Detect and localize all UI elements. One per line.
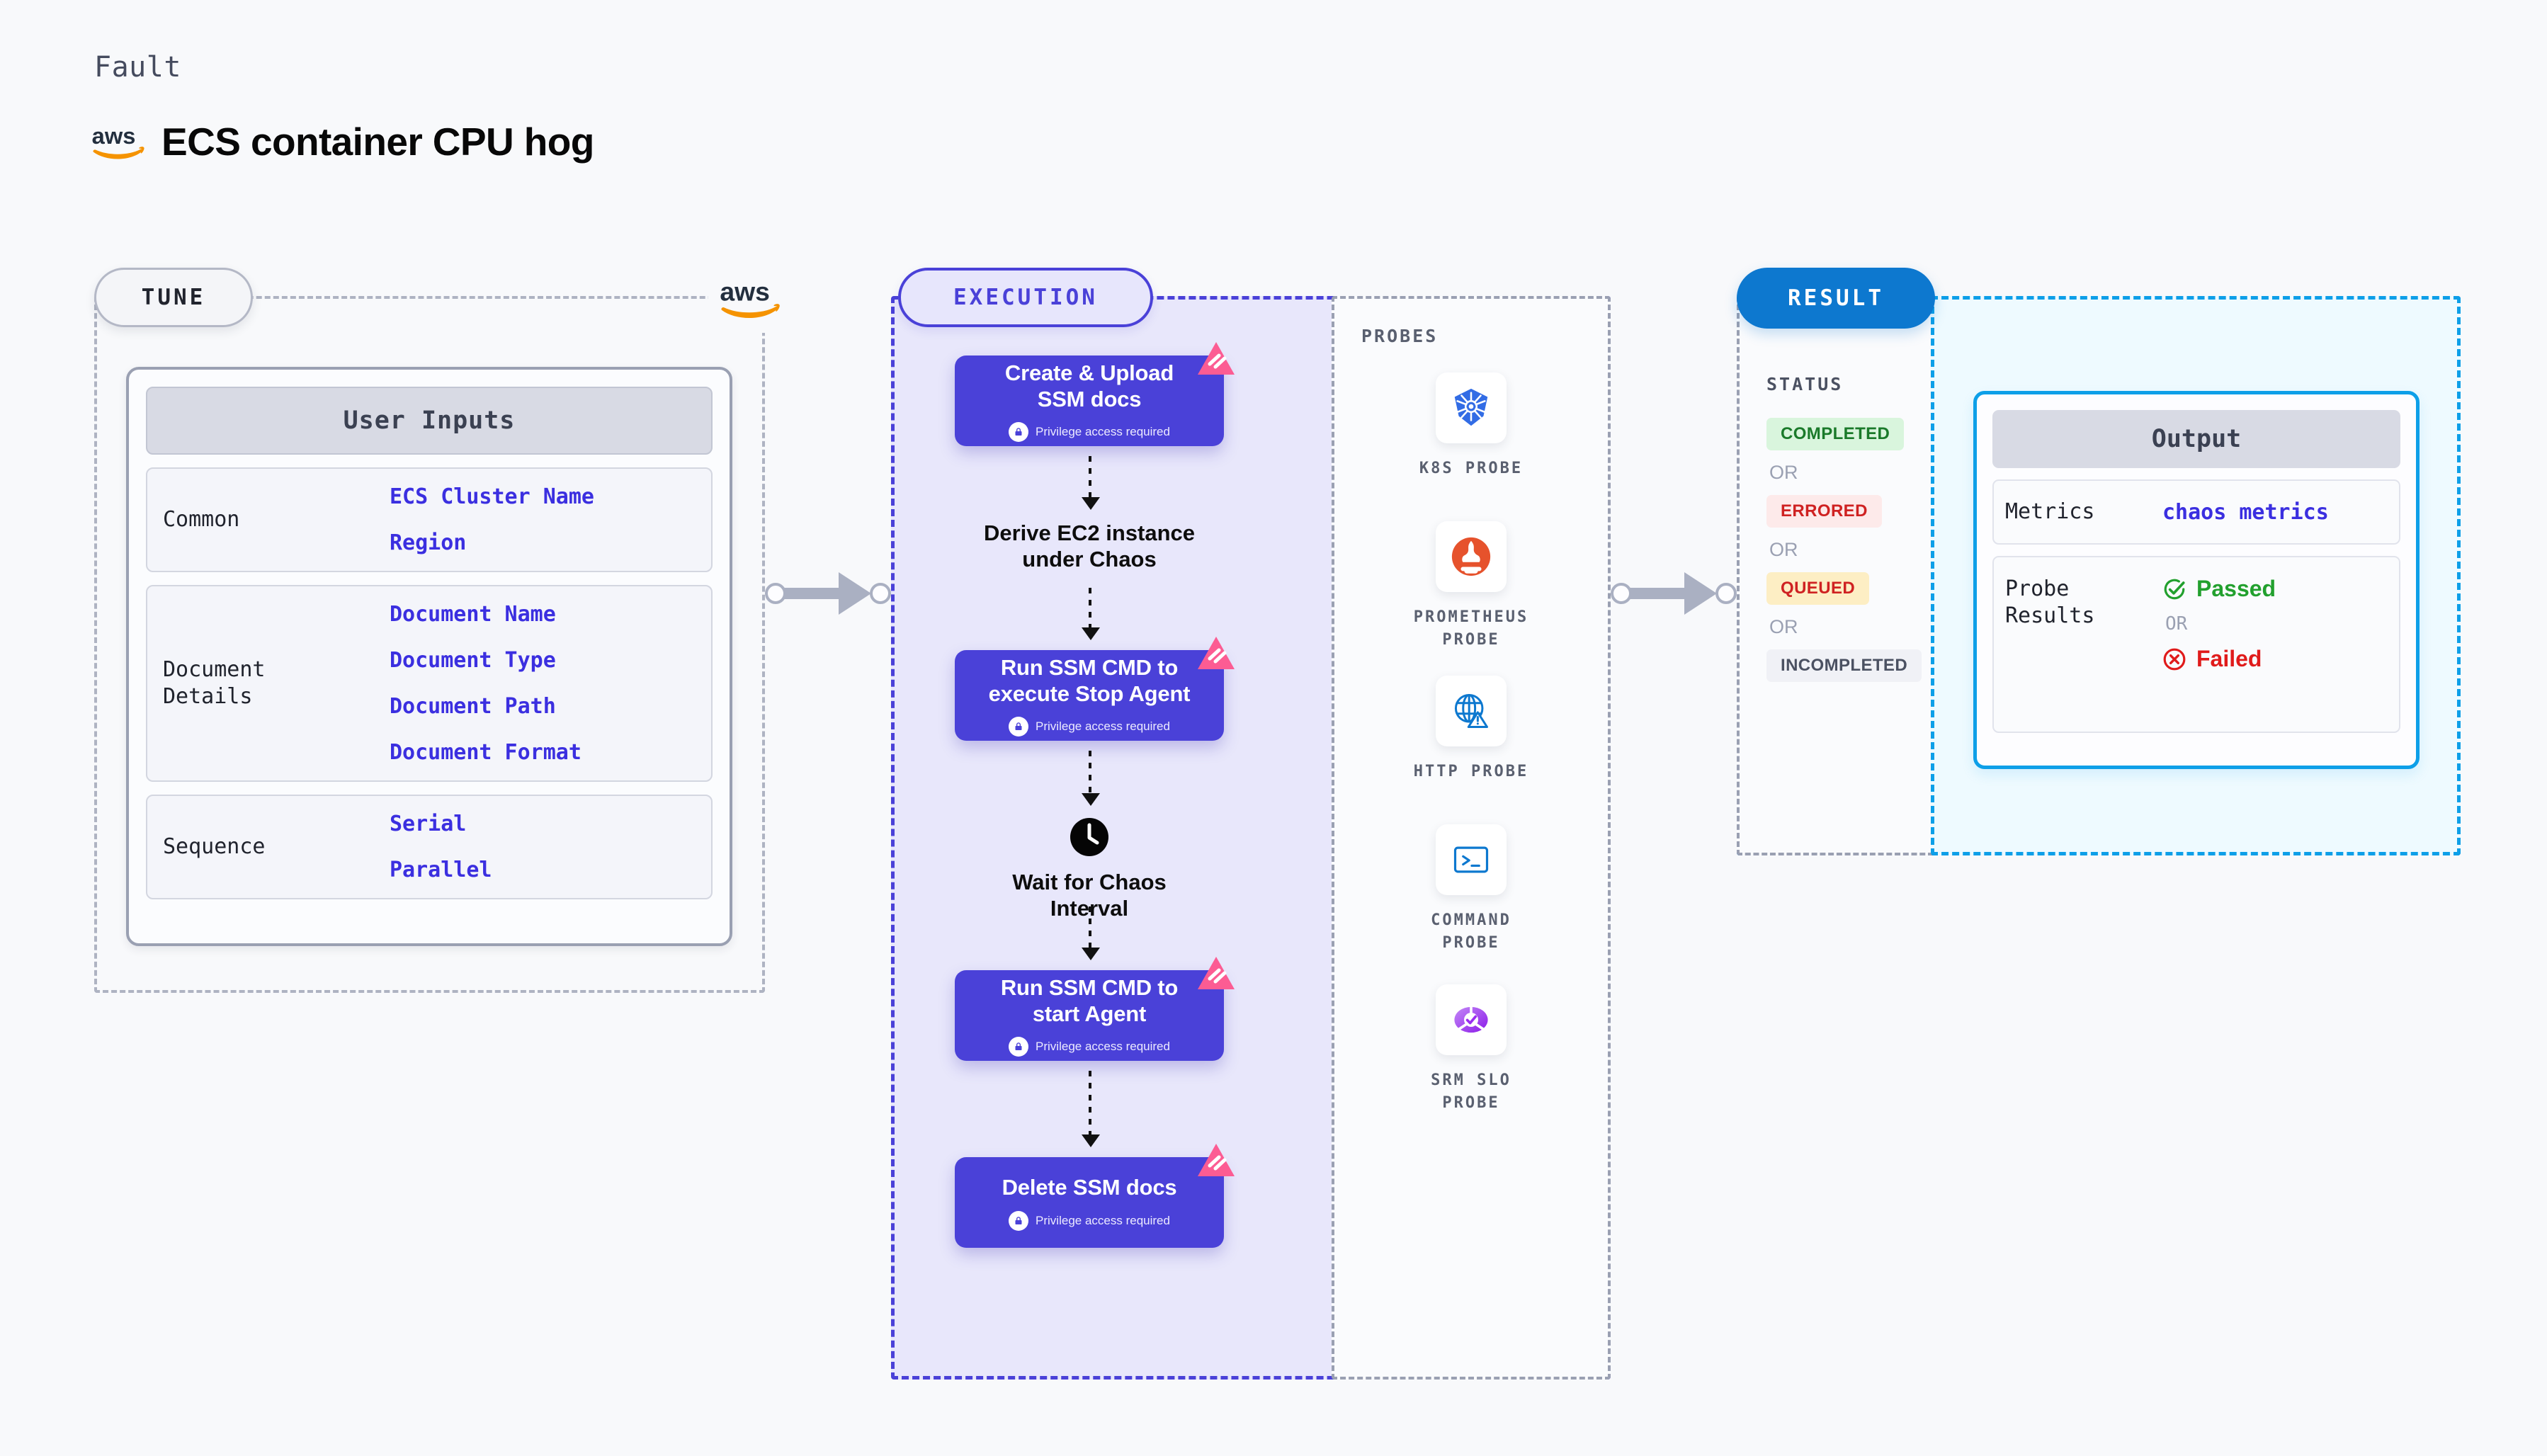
privilege-note: Privilege access required [1009, 717, 1170, 737]
probe-result-failed: Failed [2162, 646, 2276, 672]
user-inputs-title: User Inputs [146, 387, 713, 455]
privilege-note-text: Privilege access required [1036, 425, 1170, 439]
result-chip[interactable]: RESULT [1737, 268, 1935, 329]
lock-icon [1009, 422, 1029, 443]
input-value[interactable]: Region [390, 530, 467, 555]
privilege-note: Privilege access required [1009, 1037, 1170, 1057]
lock-icon [1009, 717, 1029, 737]
chaos-badge-icon [1198, 637, 1235, 669]
svg-text:aws: aws [720, 277, 770, 307]
input-group-label: Document Details [163, 656, 266, 709]
exec-node-create-upload-ssm-docs[interactable]: Create & Upload SSM docs Privilege acces… [955, 342, 1235, 446]
status-badge-completed[interactable]: COMPLETED [1766, 418, 1905, 450]
exec-node-run-ssm-cmd-start-agent[interactable]: Run SSM CMD to start Agent Privilege acc… [955, 957, 1235, 1061]
input-value[interactable]: Parallel [390, 858, 492, 882]
aws-provider-icon: aws [708, 263, 792, 333]
probe-item-k8s[interactable]: K8S PROBE [1400, 372, 1542, 480]
input-value[interactable]: Document Name [390, 602, 556, 627]
prometheus-icon [1436, 521, 1507, 592]
output-row-metrics[interactable]: Metrics chaos metrics [1992, 479, 2400, 545]
privilege-note: Privilege access required [1009, 1210, 1170, 1231]
probe-name: K8S PROBE [1419, 460, 1524, 477]
page-kicker: Fault [94, 51, 181, 84]
status-or: OR [1769, 462, 1798, 483]
input-group-label: Sequence [163, 834, 266, 859]
status-label: STATUS [1766, 374, 1844, 394]
x-circle-icon [2163, 648, 2186, 670]
status-or: OR [1769, 539, 1798, 560]
probe-result-or: OR [2165, 613, 2188, 635]
probe-item-command[interactable]: COMMAND PROBE [1400, 824, 1542, 955]
privilege-note-text: Privilege access required [1036, 1040, 1170, 1054]
exec-node-delete-ssm-docs[interactable]: Delete SSM docs Privilege access require… [955, 1144, 1235, 1248]
connector-tune-to-execution [765, 572, 892, 615]
tune-chip[interactable]: TUNE [94, 268, 253, 327]
page-title: ECS container CPU hog [161, 120, 594, 164]
input-group-common[interactable]: Common ECS Cluster Name Region [146, 467, 713, 572]
aws-logo-icon: aws [91, 122, 146, 161]
page-title-row: aws ECS container CPU hog [91, 119, 595, 164]
output-card: Output Metrics chaos metrics Probe Resul… [1973, 391, 2420, 769]
status-badge-errored[interactable]: ERRORED [1766, 495, 1882, 528]
probe-result-passed: Passed [2162, 576, 2276, 602]
input-value[interactable]: Serial [390, 812, 467, 836]
input-value[interactable]: Document Type [390, 648, 556, 673]
status-column: STATUS COMPLETED OR ERRORED OR QUEUED OR… [1737, 296, 1934, 855]
check-circle-icon [2164, 579, 2185, 599]
exec-node-title: Run SSM CMD to execute Stop Agent [988, 654, 1191, 706]
probe-item-http[interactable]: HTTP PROBE [1400, 676, 1542, 783]
output-row-probe-results: Probe Results Passed OR Failed [1992, 556, 2400, 733]
clock-icon [1070, 818, 1108, 856]
lock-icon [1009, 1037, 1029, 1057]
chaos-badge-icon [1198, 1144, 1235, 1176]
probe-name: SRM SLO PROBE [1431, 1071, 1511, 1112]
probe-item-prometheus[interactable]: PROMETHEUS PROBE [1400, 521, 1542, 652]
input-value[interactable]: ECS Cluster Name [390, 484, 594, 509]
execution-chip[interactable]: EXECUTION [898, 268, 1153, 327]
kubernetes-icon [1436, 372, 1507, 443]
status-options: COMPLETED OR ERRORED OR QUEUED OR INCOMP… [1766, 418, 1922, 682]
probes-list: PROBES K8S PROBE [1332, 296, 1611, 1380]
exec-node-title: Run SSM CMD to start Agent [1000, 974, 1179, 1026]
input-value[interactable]: Document Path [390, 694, 556, 719]
output-row-label: Probe Results [2005, 576, 2095, 629]
input-group-label: Common [163, 506, 240, 532]
exec-node-title: Derive EC2 instance under Chaos [983, 521, 1196, 572]
output-title: Output [1992, 410, 2400, 468]
exec-node-title: Delete SSM docs [1002, 1175, 1177, 1200]
probe-name: PROMETHEUS PROBE [1413, 608, 1529, 649]
probe-result-passed-label: Passed [2196, 576, 2276, 601]
exec-node-run-ssm-cmd-stop-agent[interactable]: Run SSM CMD to execute Stop Agent Privil… [955, 637, 1235, 741]
probe-result-failed-label: Failed [2196, 646, 2262, 671]
exec-node-derive-ec2-instance: Derive EC2 instance under Chaos [955, 520, 1224, 572]
http-globe-icon [1436, 676, 1507, 746]
probe-name: COMMAND PROBE [1431, 911, 1511, 952]
input-group-sequence[interactable]: Sequence Serial Parallel [146, 795, 713, 899]
connector-execution-to-result [1611, 572, 1738, 615]
execution-flow: Create & Upload SSM docs Privilege acces… [891, 296, 1332, 1380]
probe-name: HTTP PROBE [1413, 763, 1529, 780]
chaos-badge-icon [1198, 342, 1235, 375]
probe-item-srm-slo[interactable]: SRM SLO PROBE [1400, 984, 1542, 1115]
tune-section-frame [94, 296, 765, 993]
status-badge-incompleted[interactable]: INCOMPLETED [1766, 649, 1922, 682]
chaos-badge-icon [1198, 957, 1235, 989]
output-row-label: Metrics [2005, 499, 2095, 524]
privilege-note-text: Privilege access required [1036, 720, 1170, 734]
terminal-icon [1436, 824, 1507, 895]
privilege-note: Privilege access required [1009, 422, 1170, 443]
privilege-note-text: Privilege access required [1036, 1213, 1170, 1227]
exec-node-title: Create & Upload SSM docs [1004, 360, 1174, 411]
user-inputs-card: User Inputs Common ECS Cluster Name Regi… [126, 367, 732, 946]
lock-icon [1009, 1210, 1029, 1231]
input-group-document-details[interactable]: Document Details Document Name Document … [146, 585, 713, 782]
output-metrics-value[interactable]: chaos metrics [2162, 499, 2329, 525]
status-badge-queued[interactable]: QUEUED [1766, 572, 1870, 605]
srm-slo-icon [1436, 984, 1507, 1055]
input-value[interactable]: Document Format [390, 740, 582, 765]
status-or: OR [1769, 616, 1798, 637]
svg-text:aws: aws [92, 123, 136, 149]
probes-label: PROBES [1361, 326, 1439, 346]
